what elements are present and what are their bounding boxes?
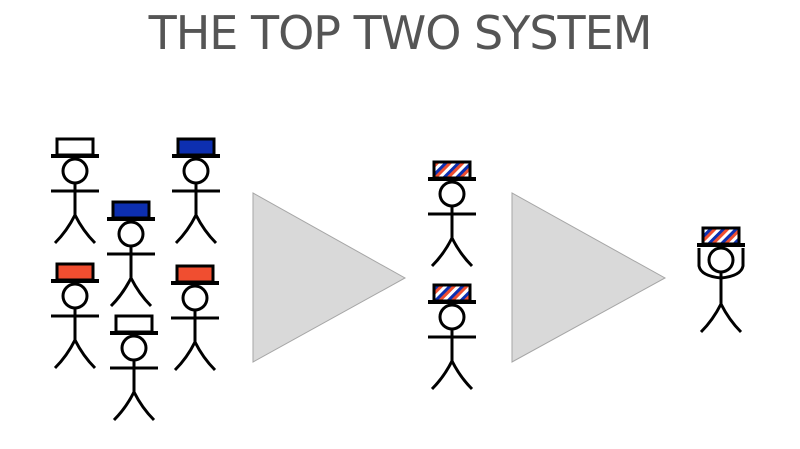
right-leg <box>73 339 97 370</box>
arrow-triangle-1 <box>252 192 407 363</box>
candidate-figure-2 <box>172 137 220 245</box>
red-hat-icon <box>171 264 219 285</box>
left-leg <box>112 391 136 422</box>
head <box>61 157 89 185</box>
red-hat-icon <box>51 262 99 283</box>
head <box>181 284 209 312</box>
left-leg <box>174 214 198 245</box>
left-leg <box>53 339 77 370</box>
white-hat-icon <box>110 314 158 335</box>
candidate-figure-1 <box>51 137 99 245</box>
head <box>707 246 735 274</box>
head <box>438 303 466 331</box>
finalist-figure-1 <box>428 160 476 268</box>
arrow-triangle-2 <box>511 192 667 363</box>
winner-figure <box>697 226 745 334</box>
candidate-figure-3 <box>107 200 155 308</box>
head <box>120 334 148 362</box>
right-leg <box>129 277 153 308</box>
tricolor-hat-icon <box>428 283 476 304</box>
finalist-figure-2 <box>428 283 476 391</box>
left-leg <box>430 237 454 268</box>
left-leg <box>699 303 723 334</box>
right-leg <box>719 303 743 334</box>
raised-arms <box>697 248 745 280</box>
head <box>117 220 145 248</box>
head <box>61 282 89 310</box>
candidate-figure-6 <box>110 314 158 422</box>
tricolor-hat-icon <box>428 160 476 181</box>
left-leg <box>173 341 197 372</box>
tricolor-hat-icon <box>697 226 745 247</box>
page-title: THE TOP TWO SYSTEM <box>148 6 653 60</box>
left-leg <box>430 360 454 391</box>
left-leg <box>109 277 133 308</box>
white-hat-icon <box>51 137 99 158</box>
right-leg <box>193 341 217 372</box>
right-leg <box>132 391 156 422</box>
right-leg <box>73 214 97 245</box>
blue-hat-icon <box>107 200 155 221</box>
candidate-figure-4 <box>51 262 99 370</box>
head <box>438 180 466 208</box>
right-leg <box>194 214 218 245</box>
candidate-figure-5 <box>171 264 219 372</box>
right-leg <box>450 360 474 391</box>
left-leg <box>53 214 77 245</box>
head <box>182 157 210 185</box>
blue-hat-icon <box>172 137 220 158</box>
right-leg <box>450 237 474 268</box>
